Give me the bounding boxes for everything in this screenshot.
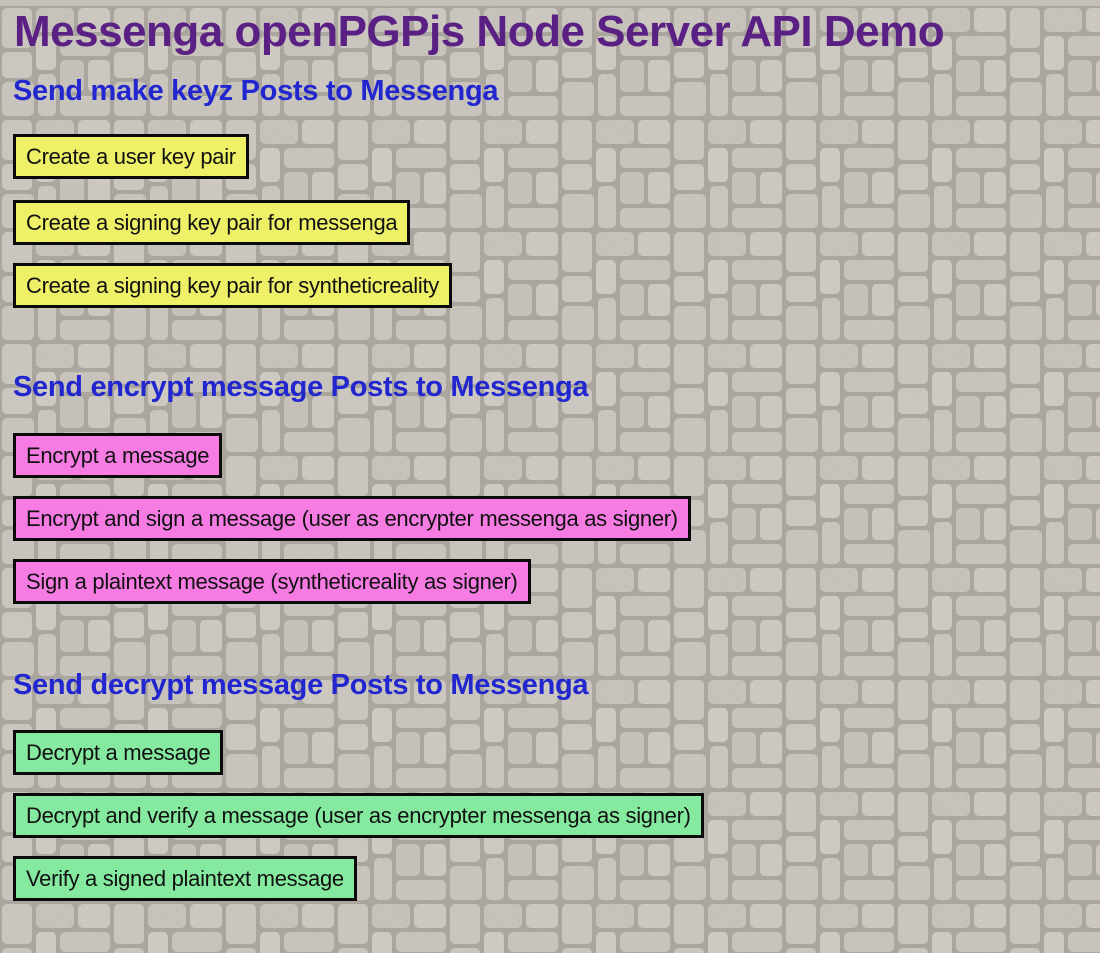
decrypt-message-button[interactable]: Decrypt a message bbox=[13, 730, 224, 775]
sign-plaintext-message-button[interactable]: Sign a plaintext message (syntheticreali… bbox=[13, 559, 531, 604]
verify-signed-plaintext-button[interactable]: Verify a signed plaintext message bbox=[13, 856, 357, 901]
encrypt-and-sign-message-button[interactable]: Encrypt and sign a message (user as encr… bbox=[13, 496, 691, 541]
heading-encrypt-message: Send encrypt message Posts to Messenga bbox=[13, 371, 589, 403]
encrypt-message-button[interactable]: Encrypt a message bbox=[13, 433, 223, 478]
section-make-keyz: Send make keyz Posts to Messenga Create … bbox=[13, 74, 1100, 308]
page-title: Messenga openPGPjs Node Server API Demo bbox=[14, 7, 945, 56]
create-signing-key-syntheticreality-button[interactable]: Create a signing key pair for syntheticr… bbox=[13, 263, 452, 308]
create-signing-key-messenga-button[interactable]: Create a signing key pair for messenga bbox=[13, 200, 411, 245]
decrypt-and-verify-message-button[interactable]: Decrypt and verify a message (user as en… bbox=[13, 793, 704, 838]
section-decrypt-message: Send decrypt message Posts to Messenga D… bbox=[13, 668, 1100, 901]
main-content: Messenga openPGPjs Node Server API Demo … bbox=[0, 6, 1100, 901]
section-encrypt-message: Send encrypt message Posts to Messenga E… bbox=[13, 370, 1100, 604]
create-user-key-pair-button[interactable]: Create a user key pair bbox=[13, 134, 249, 179]
heading-decrypt-message: Send decrypt message Posts to Messenga bbox=[13, 669, 589, 701]
heading-make-keyz: Send make keyz Posts to Messenga bbox=[13, 75, 499, 107]
page: Messenga openPGPjs Node Server API Demo … bbox=[0, 6, 1100, 953]
